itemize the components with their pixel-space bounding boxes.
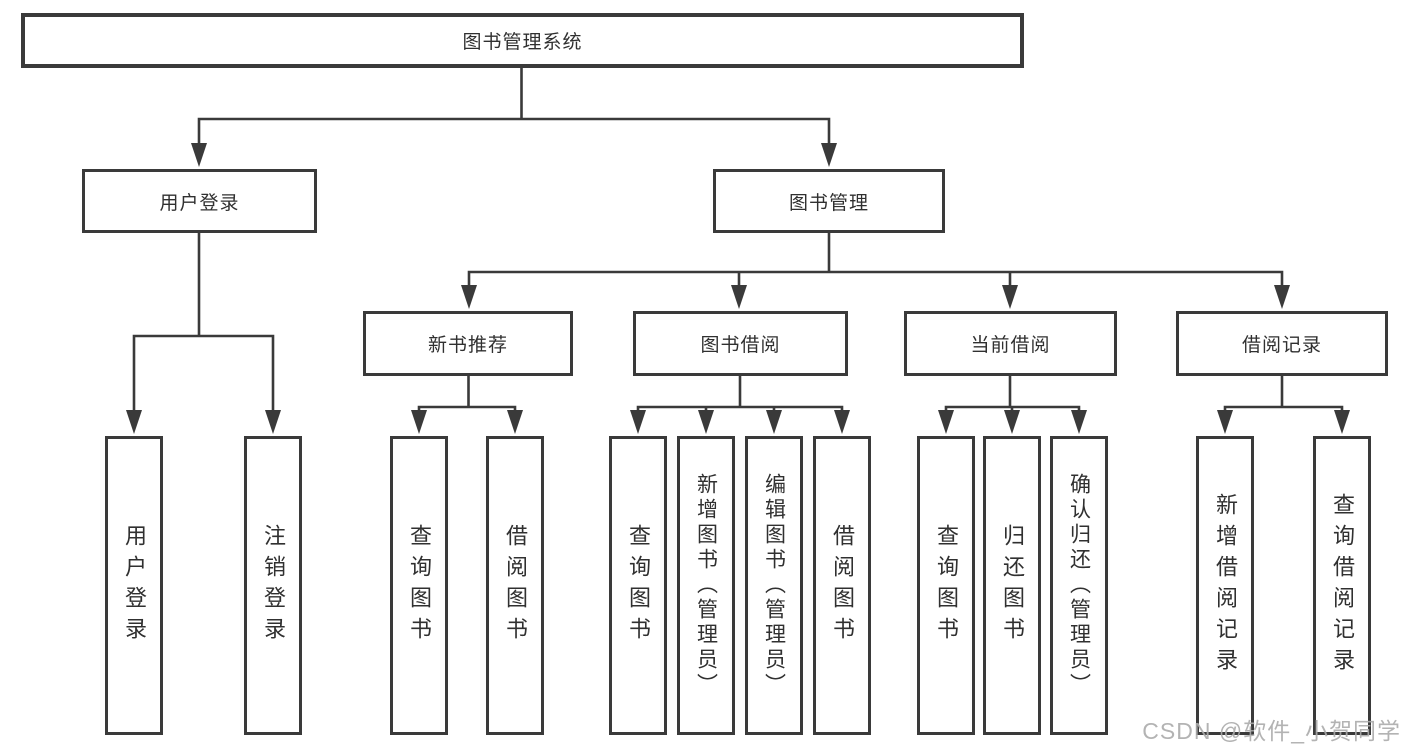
node-label: 注销登录 [261, 523, 286, 648]
node-new-book-recommend: 新书推荐 [363, 311, 573, 376]
leaf-logout: 注销登录 [244, 436, 302, 735]
leaf-edit-book-admin: 编辑图书（管理员） [745, 436, 803, 735]
node-label: 图书借阅 [700, 335, 781, 356]
leaf-add-book-admin: 新增图书（管理员） [677, 436, 735, 735]
node-label: 借阅图书 [830, 523, 855, 648]
node-book-management: 图书管理 [713, 169, 945, 233]
node-label: 编辑图书（管理员） [762, 473, 786, 698]
arrowhead-icons [126, 143, 1350, 434]
node-borrow-records: 借阅记录 [1176, 311, 1388, 376]
node-label: 用户登录 [159, 192, 240, 214]
node-label: 查询图书 [626, 523, 651, 648]
node-label: 图书管理 [788, 192, 869, 214]
leaf-query-books-recommend: 查询图书 [390, 436, 448, 735]
node-label: 用户登录 [122, 523, 147, 648]
leaf-borrow-books: 借阅图书 [813, 436, 871, 735]
node-label: 查询图书 [934, 523, 959, 648]
node-label: 借阅记录 [1241, 335, 1322, 356]
connector-lines [132, 66, 1344, 414]
leaf-return-books: 归还图书 [983, 436, 1041, 735]
node-label: 归还图书 [1000, 523, 1025, 648]
node-label: 新书推荐 [427, 335, 508, 356]
leaf-query-borrow-record: 查询借阅记录 [1313, 436, 1371, 735]
node-label: 新增图书（管理员） [694, 473, 718, 698]
node-label: 确认归还（管理员） [1067, 473, 1091, 698]
node-label: 借阅图书 [503, 523, 528, 648]
leaf-query-books-current: 查询图书 [917, 436, 975, 735]
leaf-query-books-borrow: 查询图书 [609, 436, 667, 735]
node-label: 当前借阅 [970, 335, 1051, 356]
node-book-borrow: 图书借阅 [633, 311, 848, 376]
node-label: 查询图书 [407, 523, 432, 648]
csdn-watermark: CSDN @软件_小贺同学 [1142, 718, 1401, 744]
node-label: 图书管理系统 [462, 32, 583, 53]
node-root-library-system: 图书管理系统 [21, 13, 1024, 68]
leaf-borrow-books-recommend: 借阅图书 [486, 436, 544, 735]
node-user-login: 用户登录 [82, 169, 317, 233]
node-label: 查询借阅记录 [1330, 492, 1355, 679]
node-current-borrow: 当前借阅 [904, 311, 1117, 376]
leaf-user-login: 用户登录 [105, 436, 163, 735]
leaf-confirm-return-admin: 确认归还（管理员） [1050, 436, 1108, 735]
leaf-add-borrow-record: 新增借阅记录 [1196, 436, 1254, 735]
node-label: 新增借阅记录 [1213, 492, 1238, 679]
